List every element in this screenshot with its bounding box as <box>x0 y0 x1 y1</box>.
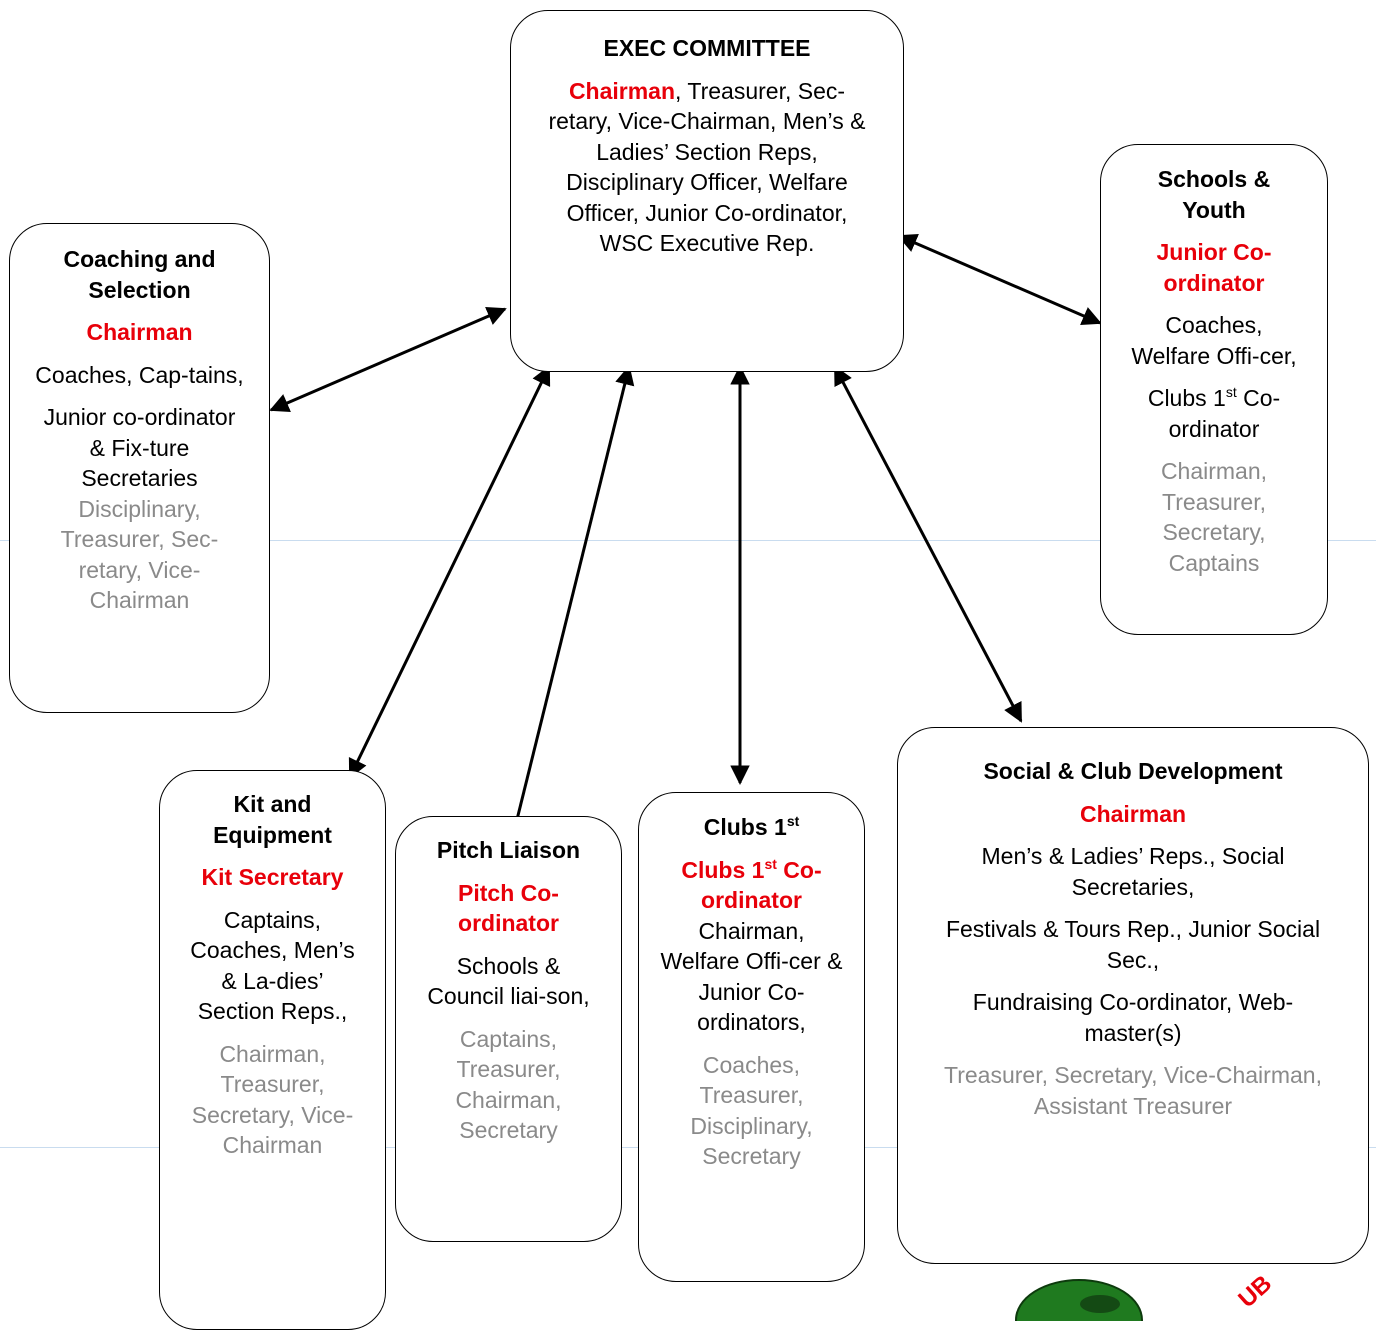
kit-members: Captains, Coaches, Men’s & La-dies’ Sect… <box>190 906 355 1025</box>
coaching-secondary: Disciplinary, Treasurer, Sec-retary, Vic… <box>60 495 219 614</box>
social-club-development-box: Social & Club Development Chairman Men’s… <box>897 727 1369 1264</box>
social-members-1: Men’s & Ladies’ Reps., Social Secretarie… <box>981 843 1285 900</box>
clubs-lead: Clubs 1st Co-ordinator <box>659 855 844 916</box>
kit-equipment-box: Kit and Equipment Kit Secretary Captains… <box>159 770 386 1330</box>
pitch-secondary: Captains, Treasurer, Chairman, Secretary <box>455 1025 562 1144</box>
schools-members-2-sup: st <box>1225 384 1237 400</box>
schools-title: Schools & Youth <box>1157 166 1271 223</box>
social-members-3: Fundraising Co-ordinator, Web-master(s) <box>972 989 1294 1046</box>
schools-members-2: Clubs 1st Co-ordinator <box>1125 383 1303 444</box>
arrow-exec-pitch <box>500 365 635 866</box>
coaching-selection-box: Coaching and Selection Chairman Coaches,… <box>9 223 270 713</box>
coaching-members-1: Coaches, Cap-tains, <box>35 361 244 388</box>
schools-youth-box: Schools & Youth Junior Co-ordinator Coac… <box>1100 144 1328 635</box>
clubs-secondary: Coaches, Treasurer, Disciplinary, Secret… <box>690 1051 813 1170</box>
social-lead: Chairman <box>1079 800 1187 827</box>
coaching-lead: Chairman <box>86 319 193 345</box>
exec-members-text: , Treasurer, Sec-retary, Vice-Chairman, … <box>548 77 866 257</box>
schools-lead: Junior Co-ordinator <box>1156 239 1272 296</box>
exec-members: Chairman, Treasurer, Sec-retary, Vice-Ch… <box>539 76 875 259</box>
schools-secondary: Chairman, Treasurer, Secretary, Captains <box>1160 458 1268 576</box>
arrow-exec-social <box>833 365 1023 723</box>
pitch-lead: Pitch Co-ordinator <box>458 879 559 937</box>
arrow-exec-coaching <box>269 307 507 412</box>
clubs-first-box: Clubs 1st Clubs 1st Co-ordinator Chairma… <box>638 792 865 1282</box>
club-logo-icon <box>1015 1279 1143 1321</box>
pitch-title: Pitch Liaison <box>436 837 581 863</box>
arrow-exec-schools <box>897 234 1102 325</box>
exec-committee-box: EXEC COMMITTEE Chairman, Treasurer, Sec-… <box>510 10 904 372</box>
clubs-lead-post: Co-ordinator <box>701 856 822 914</box>
coaching-members-2: Junior co-ordinator & Fix-ture Secretari… <box>43 404 236 491</box>
exec-lead: Chairman <box>568 77 676 104</box>
pitch-members: Schools & Council liai-son, <box>427 952 590 1010</box>
kit-secondary: Chairman, Treasurer, Secretary, Vice-Cha… <box>191 1040 354 1159</box>
clubs-title-sup: st <box>786 813 800 829</box>
arrow-exec-kit <box>348 365 551 779</box>
social-secondary: Treasurer, Secretary, Vice-Chairman, Ass… <box>944 1062 1322 1119</box>
social-members-2: Festivals & Tours Rep., Junior Social Se… <box>945 916 1321 973</box>
background-guide-line <box>0 540 1376 541</box>
schools-members-2-pre: Clubs 1 <box>1147 385 1226 411</box>
clubs-lead-sup: st <box>764 855 777 872</box>
kit-title: Kit and Equipment <box>213 791 332 848</box>
clubs-title-pre: Clubs 1 <box>703 814 787 840</box>
coaching-title: Coaching and Selection <box>63 246 216 303</box>
clubs-title: Clubs 1st <box>659 812 844 843</box>
clubs-lead-pre: Clubs 1 <box>681 856 765 883</box>
schools-members-2-post: Co-ordinator <box>1168 385 1281 442</box>
pitch-liaison-box: Pitch Liaison Pitch Co-ordinator Schools… <box>395 816 622 1242</box>
schools-members-1: Coaches, Welfare Offi-cer, <box>1131 312 1297 369</box>
clubs-members: Chairman, Welfare Offi-cer & Junior Co-o… <box>660 917 843 1036</box>
kit-lead: Kit Secretary <box>201 864 344 890</box>
social-title: Social & Club Development <box>983 758 1283 784</box>
exec-title: EXEC COMMITTEE <box>603 35 811 61</box>
